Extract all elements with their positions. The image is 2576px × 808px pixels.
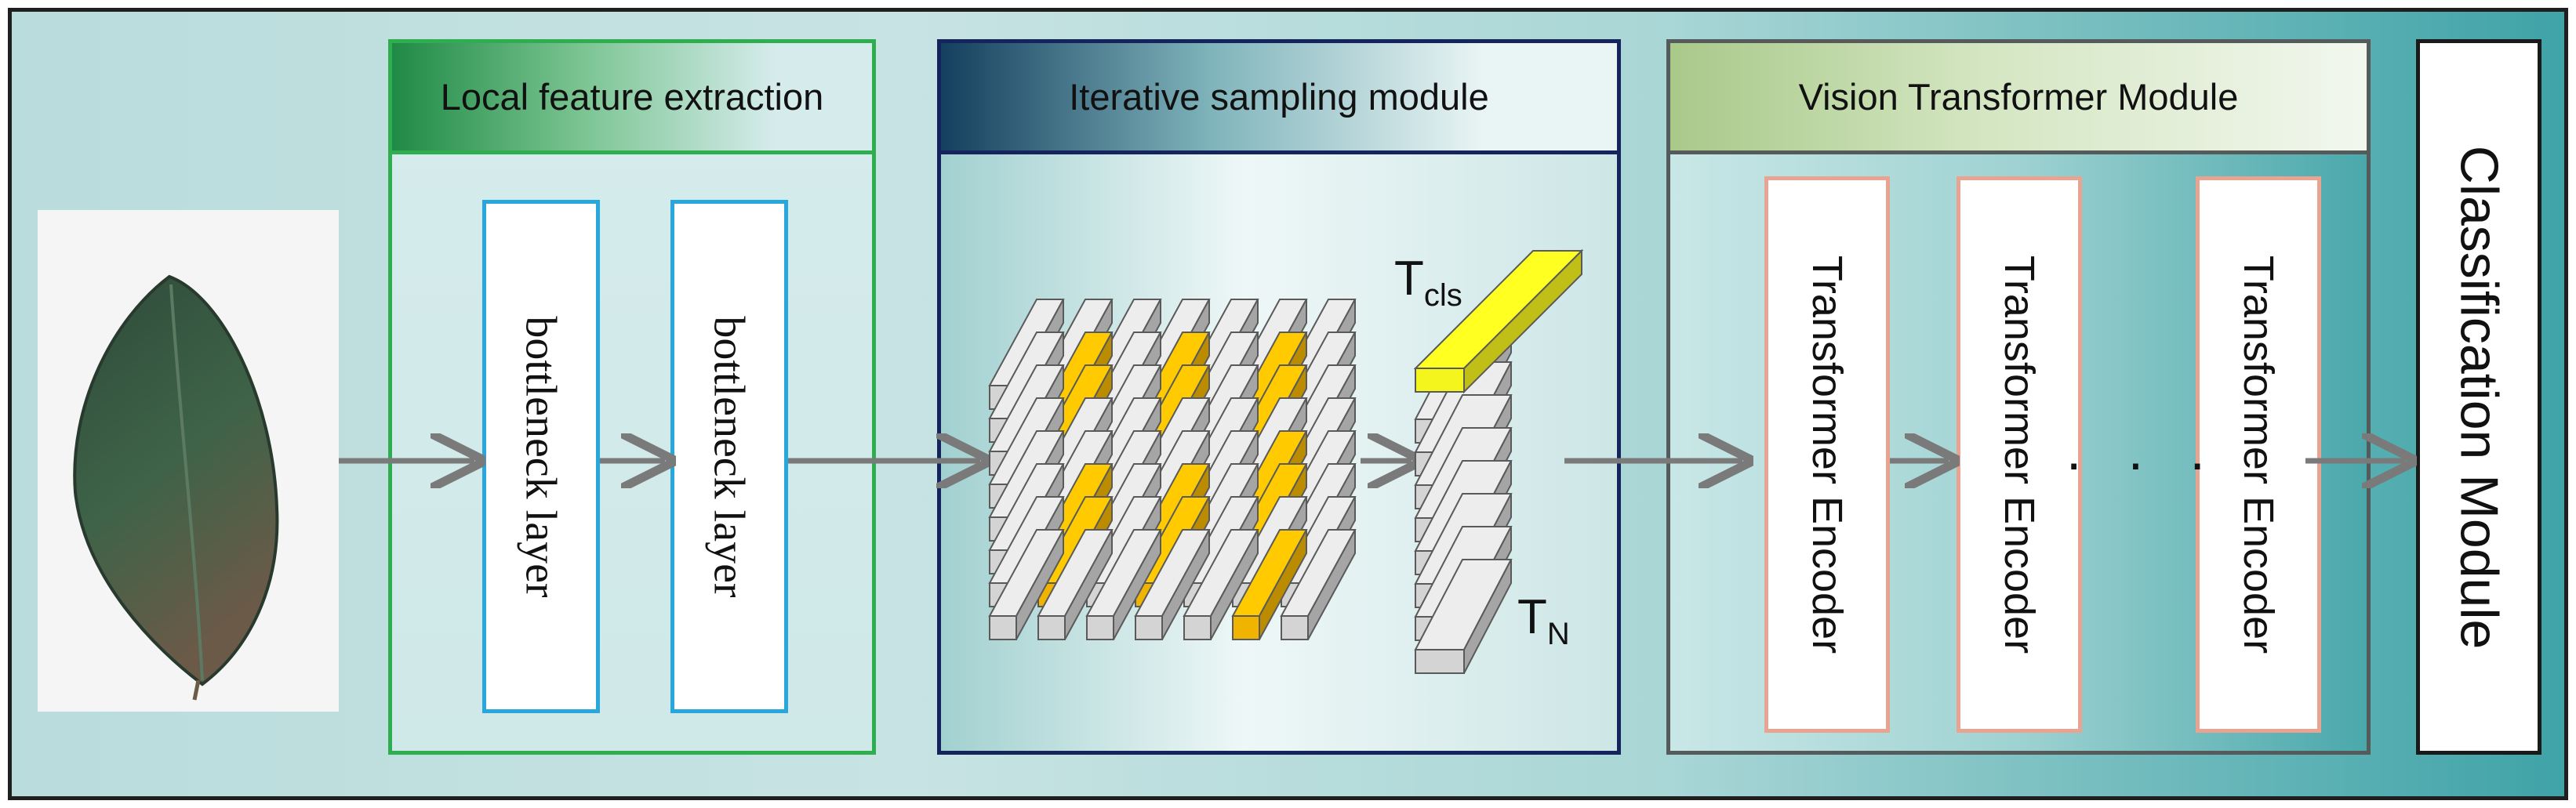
classification-module: Classification Module <box>2416 39 2541 755</box>
cls-token-label: Tcls <box>1394 252 1462 313</box>
transformer-encoder-3: Transformer Encoder <box>2196 176 2321 733</box>
grid-token-front <box>1183 615 1212 640</box>
feature-grid <box>988 299 1357 640</box>
grid-token-front <box>1135 615 1163 640</box>
grid-token-front <box>1086 615 1114 640</box>
token-stack <box>1413 248 1584 674</box>
grid-token-front <box>1281 615 1309 640</box>
bottleneck-layer-1: bottleneck layer <box>482 200 600 713</box>
leaf-image <box>38 210 339 712</box>
vision-transformer-title: Vision Transformer Module <box>1670 43 2367 154</box>
grid-token-front <box>1037 615 1066 640</box>
local-feature-title: Local feature extraction <box>392 43 872 154</box>
cls-token-front <box>1415 368 1465 393</box>
patch-token-front <box>1415 649 1465 674</box>
grid-token-front <box>1232 615 1260 640</box>
grid-token-front <box>989 615 1017 640</box>
leaf-icon <box>73 274 279 701</box>
n-token-label: TN <box>1517 590 1570 651</box>
iterative-sampling-title: Iterative sampling module <box>941 43 1617 154</box>
encoder-ellipsis: · · · <box>2065 432 2221 493</box>
local-feature-panel: Local feature extraction <box>388 39 876 755</box>
transformer-encoder-1: Transformer Encoder <box>1764 176 1890 733</box>
bottleneck-layer-2: bottleneck layer <box>670 200 788 713</box>
